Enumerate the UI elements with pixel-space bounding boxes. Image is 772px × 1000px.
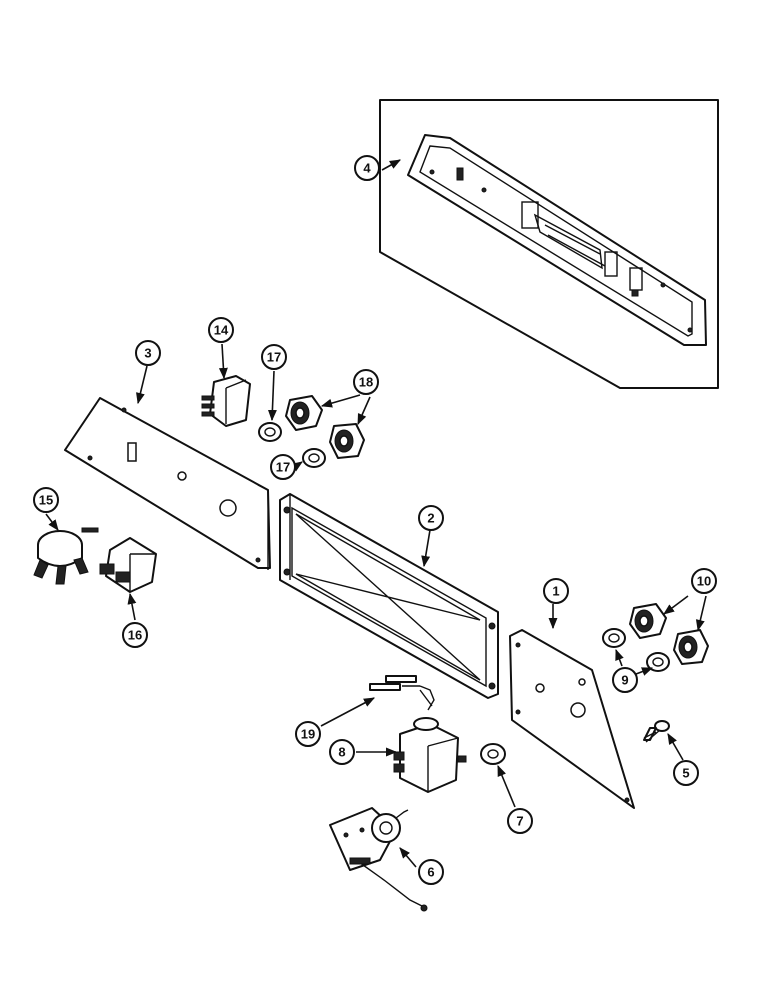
callout-5: 5 <box>673 760 699 786</box>
callout-14: 14 <box>208 317 234 343</box>
callout-1-label: 1 <box>552 584 559 599</box>
washer <box>480 743 506 765</box>
callout-16-label: 16 <box>128 628 142 643</box>
screw <box>643 720 670 743</box>
callout-8-label: 8 <box>338 745 345 760</box>
leader-lines <box>45 159 707 868</box>
callout-1: 1 <box>543 578 569 604</box>
callout-10: 10 <box>691 568 717 594</box>
callout-18-label: 18 <box>359 375 373 390</box>
callout-18: 18 <box>353 369 379 395</box>
nut-9-lower <box>646 652 670 672</box>
callout-16: 16 <box>122 622 148 648</box>
callout-19: 19 <box>295 721 321 747</box>
callout-3: 3 <box>135 340 161 366</box>
callout-19-label: 19 <box>301 727 315 742</box>
callout-7-label: 7 <box>516 814 523 829</box>
nut-9-upper <box>602 628 626 648</box>
callout-7: 7 <box>507 808 533 834</box>
callout-15-label: 15 <box>39 493 53 508</box>
timer-switch <box>393 685 467 793</box>
inset-detail-box <box>379 99 719 389</box>
rocker-switch <box>201 375 251 427</box>
callout-2: 2 <box>418 505 444 531</box>
callout-17-lower: 17 <box>270 454 296 480</box>
callout-3-label: 3 <box>144 346 151 361</box>
callout-17-lower-label: 17 <box>276 460 290 475</box>
callout-6-label: 6 <box>427 865 434 880</box>
knob-18-upper <box>285 395 323 431</box>
knob-10-upper <box>629 603 667 639</box>
callout-8: 8 <box>329 739 355 765</box>
callout-2-label: 2 <box>427 511 434 526</box>
callout-4: 4 <box>354 155 380 181</box>
thermostat-assembly <box>329 807 428 912</box>
callout-6: 6 <box>418 859 444 885</box>
knob-18-lower <box>329 423 365 459</box>
nut-17-lower <box>302 448 326 468</box>
push-button-switch <box>99 537 157 593</box>
callout-14-label: 14 <box>214 323 229 338</box>
pins <box>369 675 417 691</box>
knob-10-lower <box>673 629 709 665</box>
callout-9-label: 9 <box>621 673 628 688</box>
callout-17-upper-label: 17 <box>267 350 281 365</box>
nut-17-upper <box>258 422 282 442</box>
callout-5-label: 5 <box>682 766 689 781</box>
callout-10-label: 10 <box>697 574 711 589</box>
left-mounting-plate <box>64 397 271 570</box>
rotary-switch <box>33 527 99 585</box>
callout-9: 9 <box>612 667 638 693</box>
callout-15: 15 <box>33 487 59 513</box>
callout-4-label: 4 <box>363 161 371 176</box>
panel-frame <box>279 493 499 699</box>
callout-17-upper: 17 <box>261 344 287 370</box>
right-mounting-plate <box>509 629 635 809</box>
control-panel-trim <box>407 134 707 346</box>
